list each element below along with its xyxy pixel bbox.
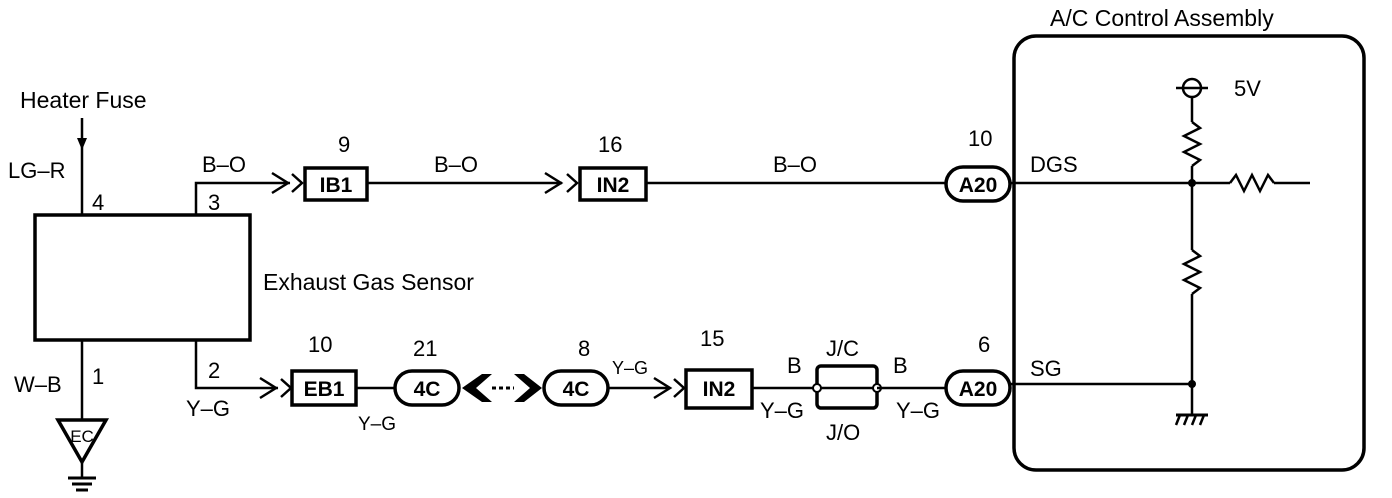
sg-label: SG [1030,356,1062,381]
wire-b-o-1-label: B–O [202,152,246,177]
conn-4c-left-number: 21 [413,336,437,361]
conn-in2-top-label: IN2 [597,174,630,197]
conn-ib1-label: IB1 [320,174,353,197]
heater-fuse-label: Heater Fuse [20,87,147,113]
wire-3-top-label: B [787,353,802,378]
conn-ib1-number: 9 [338,132,350,157]
conn-4c-left [393,369,461,407]
ground-ec-label: EC [70,427,94,446]
conn-in2-bottom [673,368,754,410]
ac-control-assembly-box [1012,34,1366,472]
conn-in2-top [566,166,648,202]
conn-in2-bottom-label: IN2 [703,378,736,401]
sensor-pin-2: 2 [208,358,220,383]
wire-w-b-label: W–B [14,372,62,397]
wire-b-o-2 [367,171,564,195]
supply-5v-label: 5V [1234,76,1261,101]
conn-a20-bottom [944,369,1012,407]
internal-circuit [1010,77,1310,426]
conn-4c-right-label: 4C [563,378,590,401]
junction-jc-label: J/C [826,336,859,361]
conn-eb1-number: 10 [308,332,332,357]
wire-lg-r-label: LG–R [8,158,65,183]
wire-4-top-label: B [893,353,908,378]
wire-b-o-1 [194,171,291,215]
conn-a20-bottom-number: 6 [978,332,990,357]
wire-b-o-2-label: B–O [434,152,478,177]
wire-y-g-1 [194,340,279,400]
conn-in2-bottom-number: 15 [700,326,724,351]
wire-4-bottom-label: Y–G [896,398,940,423]
conn-ib1 [291,166,369,202]
sensor-pin-1: 1 [92,364,104,389]
connector-mate-symbol [462,374,542,402]
conn-eb1-label: EB1 [304,378,345,401]
wire-y-g-2-label: Y–G [612,358,648,378]
wire-y-g-2 [608,376,673,400]
conn-4c-right-number: 8 [578,336,590,361]
junction-jo-label: J/O [826,420,860,445]
heater-fuse-arrow [77,118,87,215]
wire-y-g-1b-label: Y–G [358,414,396,435]
conn-a20-top-number: 10 [968,126,992,151]
ac-control-title: A/C Control Assembly [1050,5,1274,31]
exhaust-gas-sensor-box [33,213,252,342]
conn-a20-top-label: A20 [959,174,998,197]
wire-y-g-1-label: Y–G [186,396,230,421]
wire-3-bottom-label: Y–G [760,398,804,423]
junction-connector [812,364,882,410]
sensor-pin-3: 3 [208,190,220,215]
wire-b-o-3-label: B–O [773,152,817,177]
conn-in2-top-number: 16 [598,132,622,157]
sensor-pin-4: 4 [92,190,104,215]
conn-4c-left-label: 4C [414,378,441,401]
conn-eb1 [280,369,358,407]
ground-ec-symbol [54,418,110,492]
conn-a20-bottom-label: A20 [959,378,998,401]
dgs-label: DGS [1030,152,1078,177]
exhaust-gas-sensor-label: Exhaust Gas Sensor [263,269,474,295]
